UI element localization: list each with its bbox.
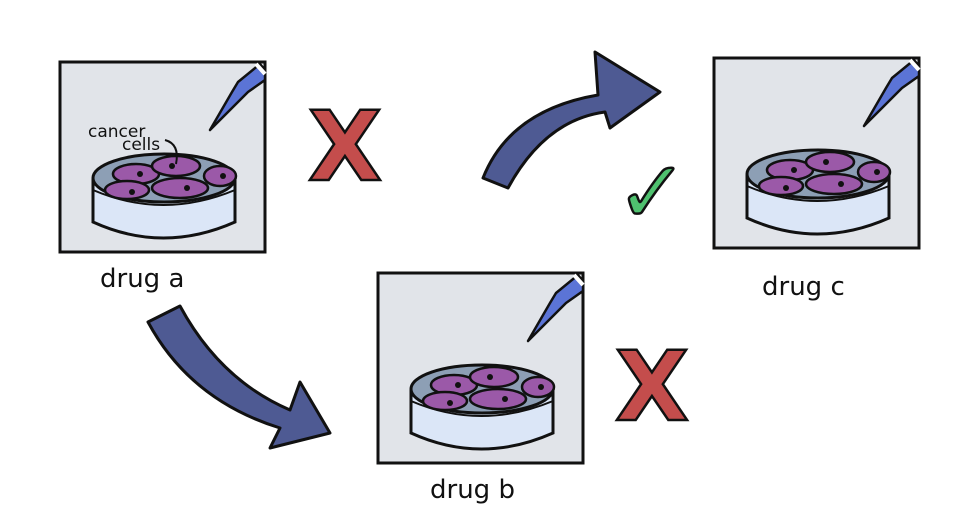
petri-dish-with-cells-icon <box>376 271 585 465</box>
annotation-pointer <box>164 139 178 165</box>
arrow-a-to-b-icon <box>146 304 332 450</box>
petri-dish-with-cells-icon <box>58 60 267 254</box>
fail-mark-drug-a-icon: X <box>308 91 382 203</box>
label-drug-a: drug a <box>100 264 184 294</box>
panel-drug-c <box>712 56 921 250</box>
label-drug-b: drug b <box>430 475 515 505</box>
annotation-cells: cells <box>122 135 160 155</box>
success-mark-drug-c-icon: ✓ <box>616 143 688 243</box>
panel-drug-b <box>376 271 585 465</box>
panel-drug-a: cancer cells <box>58 60 267 254</box>
annotation-cancer: cancer <box>88 122 145 142</box>
label-drug-c: drug c <box>762 272 845 302</box>
arrow-b-to-c-icon <box>481 50 662 190</box>
petri-dish-with-cells-icon <box>712 56 921 250</box>
fail-mark-drug-b-icon: X <box>615 331 689 443</box>
